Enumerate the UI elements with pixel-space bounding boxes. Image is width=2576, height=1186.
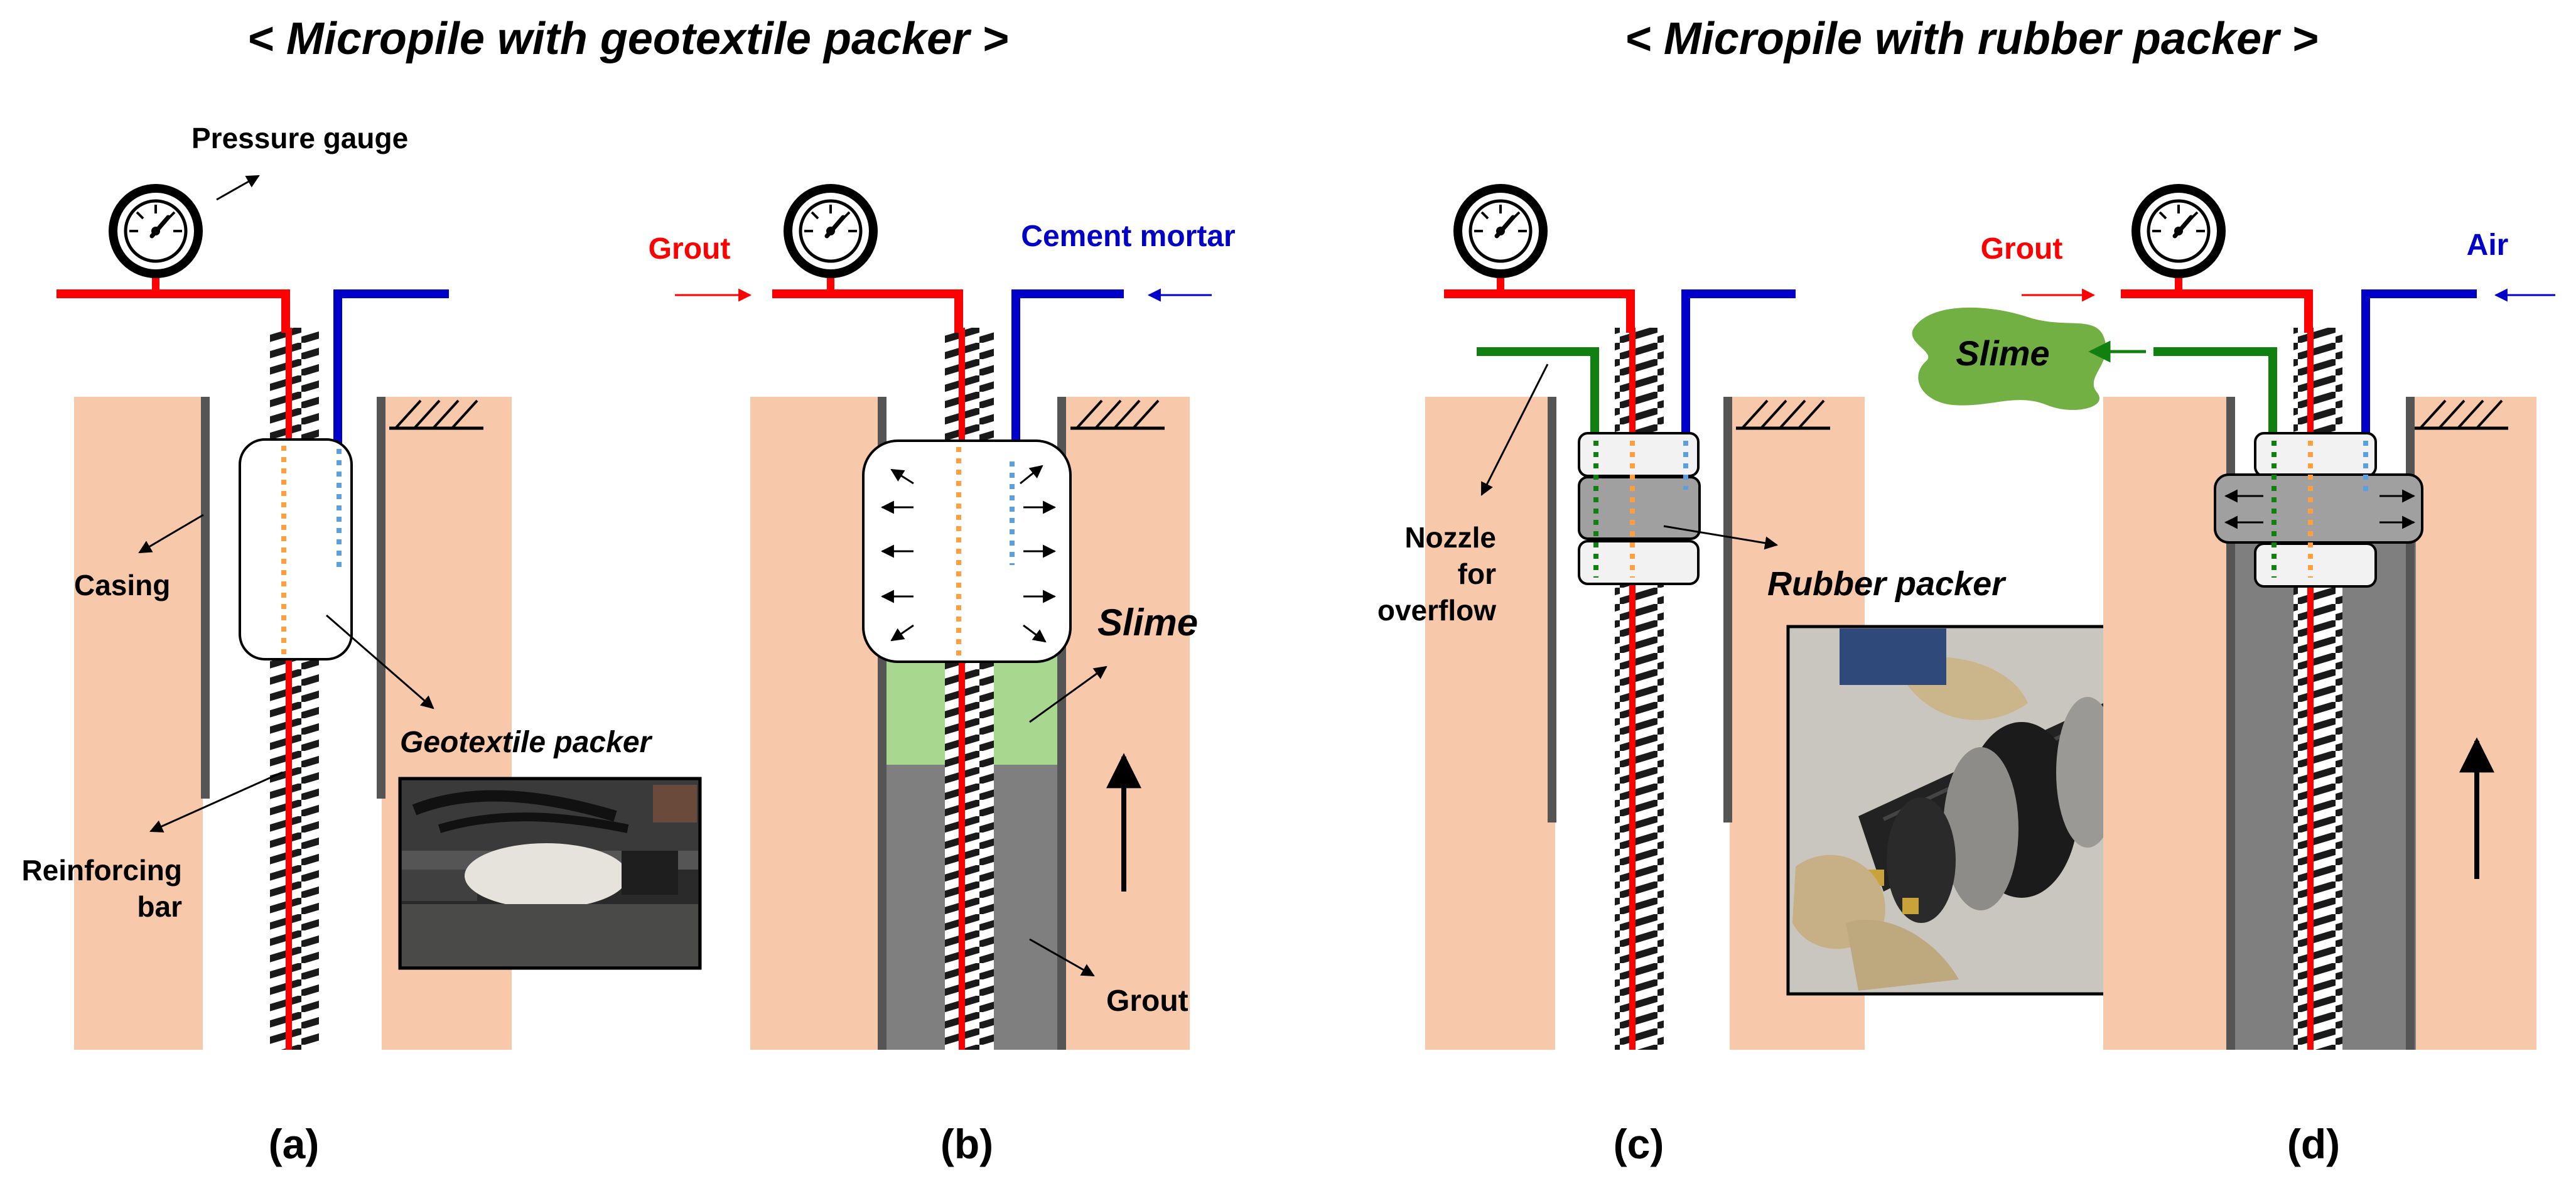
slime-label-b: Slime [1097,601,1198,644]
panel-label-c: (c) [1614,1121,1664,1167]
soil-left-b [750,397,883,1050]
grout-fill-label-b: Grout [1106,984,1188,1018]
grout-label-b: Grout [649,232,731,266]
pressure-gauge-a [113,188,198,294]
packer-bottom-c [1578,540,1700,585]
geotextile-packer-label: Geotextile packer [400,726,653,759]
casing-label: Casing [74,569,170,601]
nozzle-label-1: Nozzle [1404,521,1496,554]
soil-left-d [2103,397,2235,1050]
reinforcing-bar-b [945,328,994,1050]
rubber-packer-c [1578,476,1701,540]
casing-right-a [377,397,385,799]
soil-right-b [1064,397,1190,1050]
grout-label-d: Grout [1981,232,2063,266]
panel-d: Slime Grout Air (d) [1912,188,2555,1167]
pressure-gauge-c [1458,188,1543,294]
soil-left-a [74,397,203,1050]
panel-label-a: (a) [269,1121,320,1167]
pressure-gauge-d [2136,188,2221,294]
reinforcing-label-1: Reinforcing [21,854,182,887]
casing-right-d [2406,397,2415,1050]
soil-left-c [1425,397,1555,1050]
casing-right-c [1723,397,1732,822]
title-rubber: < Micropile with rubber packer > [1625,14,2318,64]
title-geotextile: < Micropile with geotextile packer > [247,14,1008,64]
rubber-packer-expanded-d [2214,473,2423,544]
soil-right-d [2408,397,2536,1050]
pressure-gauge-b [788,188,873,294]
air-label: Air [2467,229,2509,262]
nozzle-label-2: for [1458,558,1496,590]
casing-left-a [201,397,210,799]
expanded-packer-b [862,439,1072,663]
reinforcing-label-2: bar [137,890,182,923]
slime-blob [1912,307,2106,410]
expansion-arrows-d [2224,489,2416,529]
panel-label-b: (b) [940,1121,993,1167]
nozzle-label-3: overflow [1377,594,1496,627]
geotextile-packer-a [239,438,353,660]
pressure-gauge-label: Pressure gauge [191,122,408,154]
geotextile-photo [398,777,702,970]
slime-label-d: Slime [1956,333,2049,373]
packer-bottom-d [2254,542,2377,588]
cement-mortar-label: Cement mortar [1021,220,1235,253]
panel-a: Pressure gauge Casing Reinforcing bar Ge… [21,122,702,1167]
expansion-arrows-b [880,465,1057,643]
casing-left-c [1548,397,1556,822]
rubber-packer-label: Rubber packer [1767,565,2007,603]
panel-label-d: (d) [2287,1121,2340,1167]
panel-b: Grout Cement mortar Slime Grout (b) [649,188,1236,1167]
casing-left-d [2226,397,2235,1050]
reinforcing-bar-a [270,328,319,1050]
